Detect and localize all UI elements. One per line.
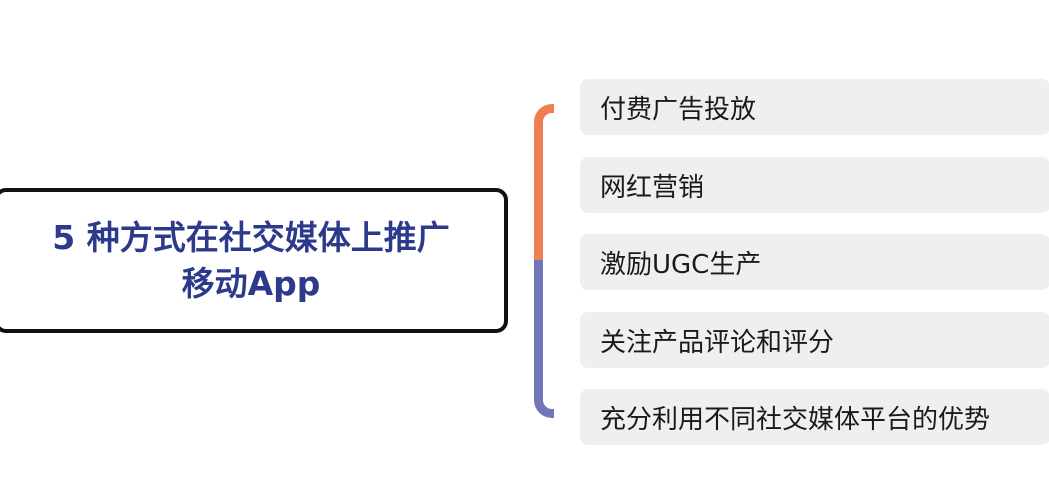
branch-item-label: 充分利用不同社交媒体平台的优势 bbox=[600, 404, 991, 435]
branch-item-platform-advantages: 充分利用不同社交媒体平台的优势 bbox=[580, 389, 1049, 445]
central-topic-line-1: 5 种方式在社交媒体上推广 bbox=[52, 217, 450, 257]
central-topic-box: 5 种方式在社交媒体上推广 移动App bbox=[0, 188, 508, 333]
branch-item-label: 网红营销 bbox=[600, 172, 705, 203]
branch-item-paid-ads: 付费广告投放 bbox=[580, 79, 1049, 135]
bracket-lower-segment bbox=[534, 260, 554, 418]
branch-item-reviews-ratings: 关注产品评论和评分 bbox=[580, 312, 1049, 368]
central-topic-line-2: 移动App bbox=[181, 263, 321, 303]
bracket-upper-segment bbox=[534, 104, 554, 264]
branch-item-influencer-marketing: 网红营销 bbox=[580, 157, 1049, 213]
branch-item-label: 关注产品评论和评分 bbox=[600, 327, 835, 358]
branch-item-ugc: 激励UGC生产 bbox=[580, 234, 1049, 290]
branch-item-label: 激励UGC生产 bbox=[600, 249, 762, 280]
branch-item-label: 付费广告投放 bbox=[600, 94, 757, 125]
